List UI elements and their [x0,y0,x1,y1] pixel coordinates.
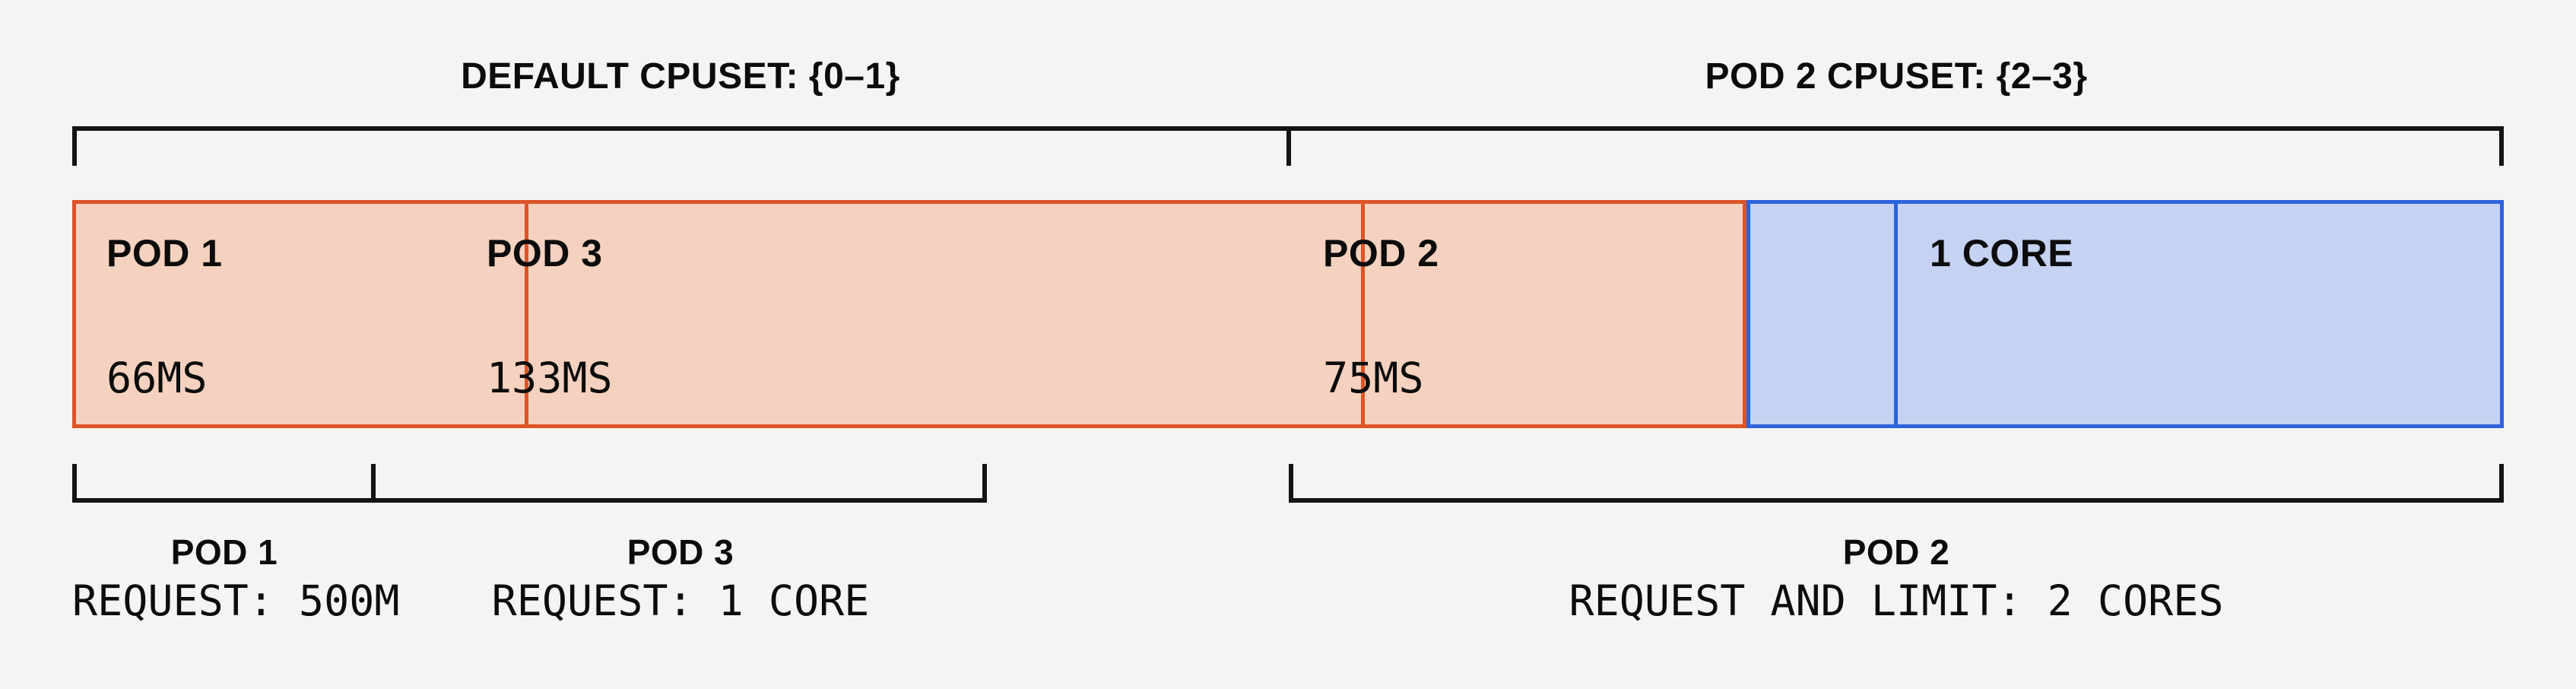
bottom-left-bracket-tick-middle [371,464,376,503]
bottom-right-bracket-tick-start [1289,464,1293,503]
top-bracket-tick-middle [1286,126,1291,166]
request-detail-pod2: REQUEST AND LIMIT: 2 CORES [1569,576,2224,625]
bottom-right-bracket-tick-end [2499,464,2504,503]
pod2-cpuset-zone [1746,200,2504,428]
divider-pod1-pod3 [525,200,528,428]
segment-label-pod2: POD 2 [1323,232,1439,275]
top-bracket-tick-right [2499,126,2504,166]
request-group-pod1: POD 1 REQUEST: 500M [72,531,400,625]
bottom-left-bracket-tick-end [982,464,987,503]
request-detail-pod3: REQUEST: 1 CORE [491,576,870,625]
request-group-pod3: POD 3 REQUEST: 1 CORE [376,531,985,624]
divider-idle-core [1894,200,1898,428]
top-bracket-tick-left [72,126,77,166]
segment-label-pod1: POD 1 [106,232,223,275]
divider-pod3-pod2 [1361,200,1365,428]
segment-value-pod3: 133MS [487,354,613,402]
segment-value-pod2: 75MS [1323,354,1424,402]
default-cpuset-zone [72,200,1746,428]
request-group-pod2: POD 2 REQUEST AND LIMIT: 2 CORES [1289,531,2504,624]
default-cpuset-title: DEFAULT CPUSET: {0–1} [461,56,900,97]
request-name-pod1: POD 1 [170,532,278,572]
bottom-left-bracket-tick-start [72,464,77,503]
segment-label-pod3: POD 3 [487,232,603,275]
request-name-pod2: POD 2 [1842,532,1950,572]
cpu-usage-bar: POD 1 66MS POD 3 133MS POD 2 75MS 1 CORE [72,200,2504,428]
request-detail-pod1: REQUEST: 500M [72,576,400,625]
bottom-left-bracket-line [72,498,987,503]
request-name-pod3: POD 3 [627,532,734,572]
segment-value-pod1: 66MS [106,354,208,402]
segment-label-1core: 1 CORE [1930,232,2074,275]
pod2-cpuset-title: POD 2 CPUSET: {2–3} [1705,56,2088,97]
bottom-right-bracket-line [1289,498,2504,503]
